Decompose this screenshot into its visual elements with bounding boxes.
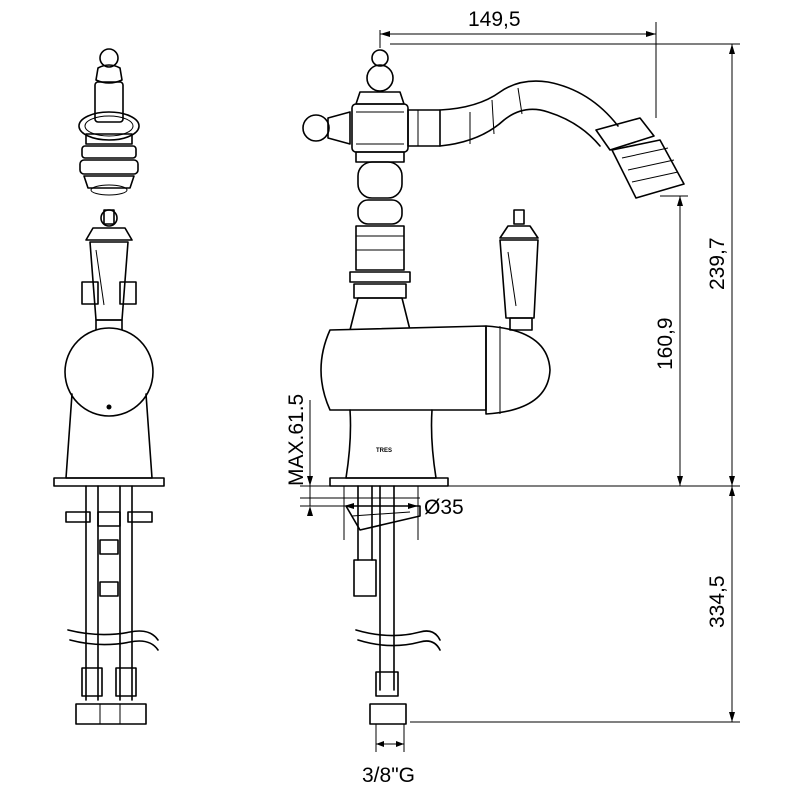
side-view: TRES [302, 49, 685, 725]
side-aerator-joint [595, 117, 655, 151]
dim-spout-reach: 149,5 [468, 8, 521, 31]
dim-hose-length: 334,5 [706, 575, 729, 628]
front-hose-ferrule-left [81, 667, 103, 697]
dim-spout-height: 160,9 [654, 317, 677, 370]
side-valve-body [351, 103, 409, 153]
front-hose-break-mark [67, 629, 159, 641]
side-left-knob [302, 114, 330, 142]
dimensions: 149,5 239,7 160,9 MAX.61.5 Ø35 [285, 8, 740, 787]
front-connection-nuts [75, 703, 147, 725]
front-hose-ferrule-right [115, 667, 137, 697]
side-column-ring [349, 271, 411, 283]
side-lever-handle [499, 239, 539, 319]
side-base-column [345, 409, 437, 479]
side-aerator-head [611, 139, 685, 199]
brand-mark: TRES [376, 448, 392, 454]
dim-total-height: 239,7 [706, 237, 729, 290]
side-hose-ferrule-top [353, 559, 377, 597]
front-knob-top [99, 48, 119, 68]
front-view [53, 48, 165, 725]
dim-connection-thread: 3/8"G [362, 764, 415, 787]
side-hose-ferrule-bottom [375, 671, 399, 697]
front-base-plate [53, 477, 165, 487]
front-ring-band [85, 133, 133, 145]
side-horizontal-body [320, 325, 487, 411]
front-lever-handle [89, 241, 129, 321]
front-aerator [79, 159, 139, 175]
side-lever-tip [513, 209, 525, 225]
front-fixing-nut-right [127, 511, 153, 523]
front-fixing-nut-left [65, 511, 91, 523]
side-body-cap [485, 325, 551, 415]
dim-max-deck-thickness: MAX.61.5 [285, 394, 308, 486]
side-column-bulb [357, 161, 403, 199]
side-finial [371, 49, 389, 67]
front-round-body [64, 327, 154, 417]
front-spout-neck [94, 81, 124, 123]
side-spout-collar [407, 109, 441, 147]
side-fixing-bracket [345, 505, 421, 531]
side-swan-spout [439, 80, 619, 127]
side-connection-nut [369, 703, 407, 725]
side-hose-break-mark [355, 629, 441, 641]
front-spout-ring [78, 111, 140, 141]
dim-hole-diameter: Ø35 [424, 496, 464, 519]
side-base-plate [329, 477, 449, 487]
side-column-body [355, 225, 405, 271]
front-side-block [81, 281, 99, 305]
